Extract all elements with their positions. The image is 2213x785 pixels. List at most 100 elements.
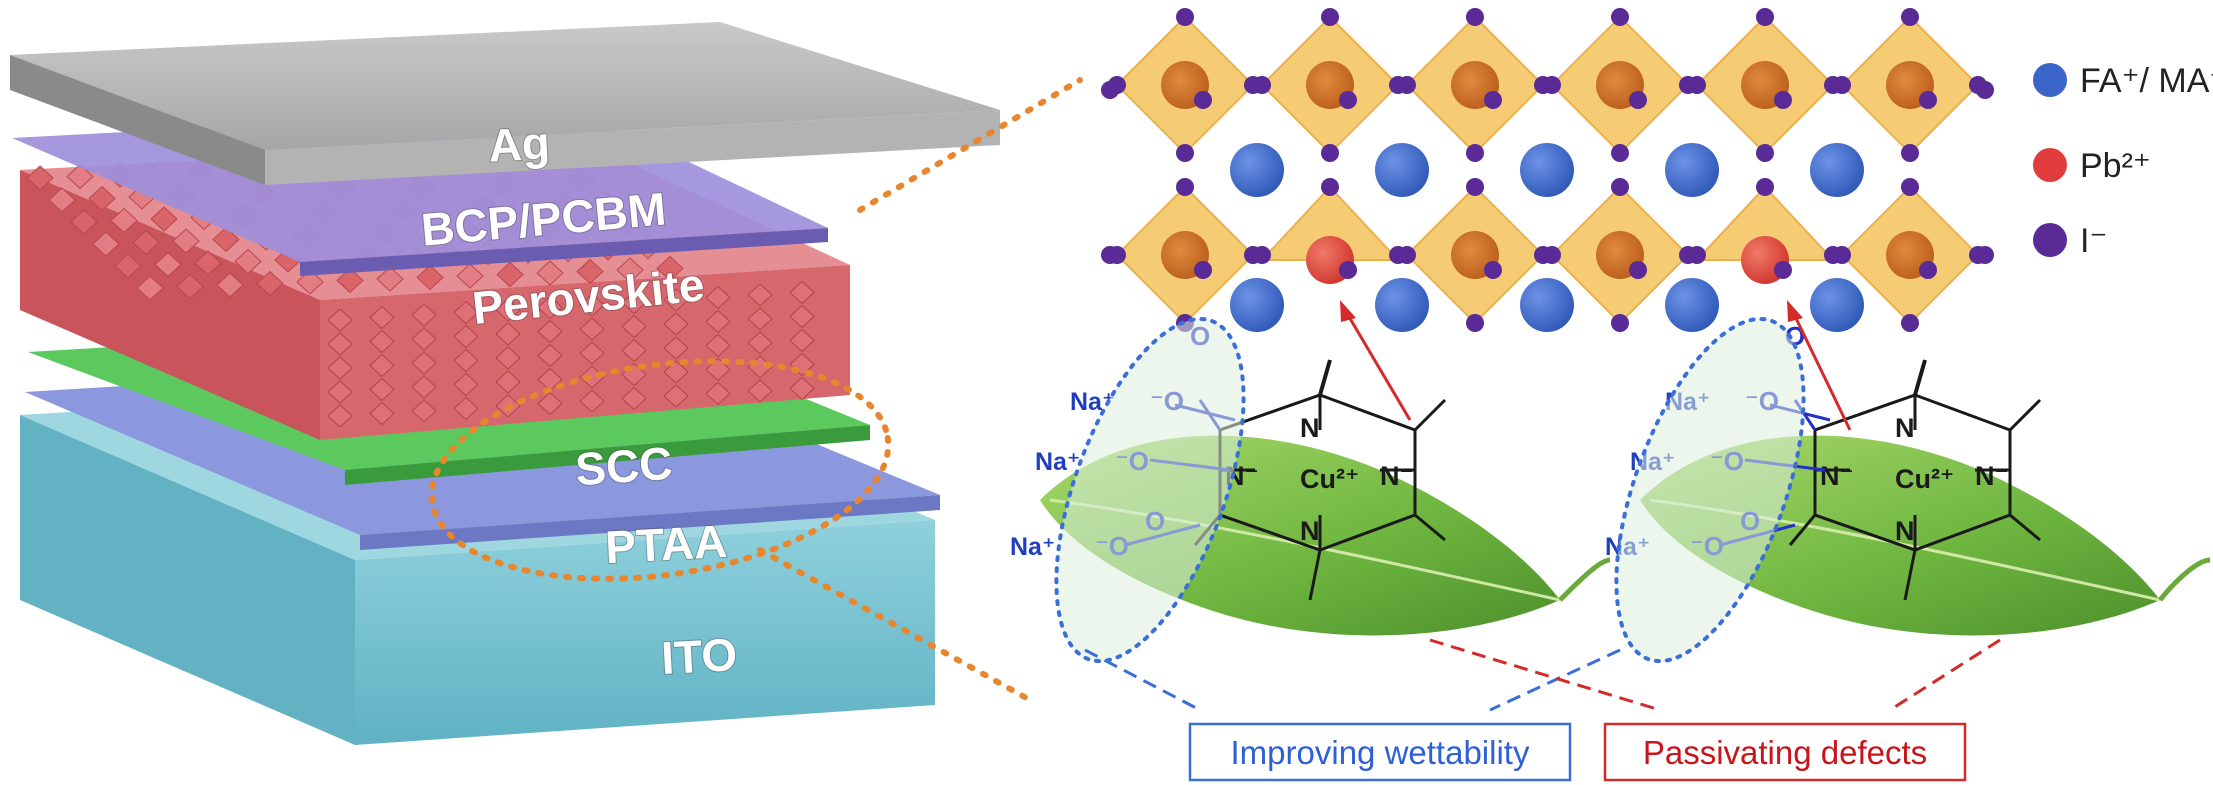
iodide-ion (1919, 261, 1937, 279)
ag-layer (10, 22, 1000, 185)
octahedron-marker (110, 207, 138, 234)
octahedron-marker (376, 266, 404, 292)
iodide-ion (1611, 178, 1629, 196)
octahedron-marker (621, 386, 647, 411)
nitrogen-atom: N (1895, 413, 1915, 443)
octahedron-marker (369, 377, 395, 402)
octahedron-marker (172, 228, 200, 254)
iodide-ion (1629, 91, 1647, 109)
device-stack: Ag BCP/PCBM Perovskite SCC PTAA ITO (10, 22, 1000, 745)
octahedron-marker (132, 229, 160, 256)
bond (1913, 359, 1927, 396)
octahedron-marker (579, 293, 605, 317)
octahedron-marker (705, 309, 731, 334)
fa-ma-cation (1810, 143, 1864, 197)
octahedron-marker (789, 280, 815, 305)
iodide-ion (1611, 144, 1629, 162)
iodide-ion (1543, 246, 1561, 264)
iodide-ion (1194, 91, 1212, 109)
iodide-ion (1756, 8, 1774, 26)
iodide-ion (1756, 178, 1774, 196)
octahedron-marker (336, 267, 364, 294)
iodide-ion (1466, 144, 1484, 162)
iodide-ion (1976, 81, 1994, 99)
iodide-ion (1484, 91, 1502, 109)
octahedron-marker (327, 404, 353, 428)
zoom-connector-bottom (757, 547, 1033, 703)
nitrogen-atom: N (1300, 413, 1320, 443)
octahedron-marker (66, 163, 94, 190)
octahedron-marker (616, 257, 644, 283)
label-ptaa: PTAA (604, 515, 728, 573)
octahedron-marker (92, 231, 120, 257)
fa-ma-cation (1520, 143, 1574, 197)
octahedron-marker (537, 343, 563, 368)
passivation-arrows (1340, 300, 1852, 431)
octahedron-marker (789, 376, 815, 401)
octahedron-marker (579, 341, 605, 365)
octahedron-marker (296, 269, 324, 295)
octahedron-marker (747, 379, 773, 403)
carboxylate-ellipse-right (1614, 316, 1806, 664)
nitrogen-atom: N⁻ (1380, 461, 1414, 491)
iodide-ion (1253, 246, 1271, 264)
octahedron-marker (621, 290, 647, 315)
nitrogen-atom: N (1895, 516, 1915, 546)
fa-ma-cation (1810, 278, 1864, 332)
octahedron-marker (212, 226, 240, 253)
octahedron-marker (621, 314, 647, 339)
fa-ma-cation (1665, 143, 1719, 197)
nitrogen-atom: N (1300, 516, 1320, 546)
legend-iodide-label: I⁻ (2080, 222, 2107, 260)
label-ag: Ag (487, 116, 551, 171)
bond (1414, 513, 1446, 542)
iodide-ion (1101, 81, 1119, 99)
iodide-ion (1901, 314, 1919, 332)
octahedron-marker (621, 338, 647, 363)
octahedron-marker (536, 260, 564, 286)
bond (1413, 398, 1447, 432)
fa-ma-cation (1375, 143, 1429, 197)
octahedron-marker (411, 375, 437, 399)
bond (1903, 549, 1917, 601)
octahedron-marker (537, 295, 563, 320)
iodide-ion (1901, 8, 1919, 26)
iodide-ion (1176, 144, 1194, 162)
iodide-ion (1339, 91, 1357, 109)
octahedron-marker (537, 319, 563, 344)
octahedron-marker (411, 327, 437, 351)
iodide-ion (1833, 76, 1851, 94)
octahedron-marker (453, 324, 479, 349)
legend-pb-label: Pb²⁺ (2080, 147, 2151, 185)
iodide-ion (1543, 76, 1561, 94)
iodide-ion (1688, 76, 1706, 94)
iodide-ion (1339, 261, 1357, 279)
octahedron-marker (747, 331, 773, 355)
legend-fa-ma-marker (2033, 63, 2067, 97)
carboxylate-ellipse-left (1054, 316, 1246, 664)
octahedron-marker (216, 272, 244, 298)
octahedron-marker (495, 346, 521, 370)
octahedron-marker (453, 372, 479, 397)
octahedron-marker (369, 401, 395, 426)
octahedron-marker (495, 298, 521, 322)
iodide-ion (1901, 178, 1919, 196)
octahedron-marker (663, 288, 689, 312)
iodide-ion (1321, 144, 1339, 162)
octahedron-marker (234, 248, 262, 275)
fa-ma-cation (1665, 278, 1719, 332)
octahedron-marker (70, 209, 98, 235)
legend-fa-ma-label: FA⁺/ MA⁺ (2080, 62, 2213, 100)
octahedron-marker (411, 351, 437, 375)
octahedron-marker (416, 264, 444, 291)
iodide-ion (1901, 144, 1919, 162)
octahedron-marker (747, 307, 773, 331)
octahedron-marker (705, 333, 731, 358)
callout-wettability: Improving wettability (1188, 722, 1572, 782)
octahedron-marker (369, 305, 395, 330)
octahedron-marker (150, 206, 178, 232)
fa-ma-cation (1520, 278, 1574, 332)
iodide-ion (1756, 144, 1774, 162)
octahedron-marker (456, 263, 484, 289)
octahedron-marker (495, 322, 521, 346)
